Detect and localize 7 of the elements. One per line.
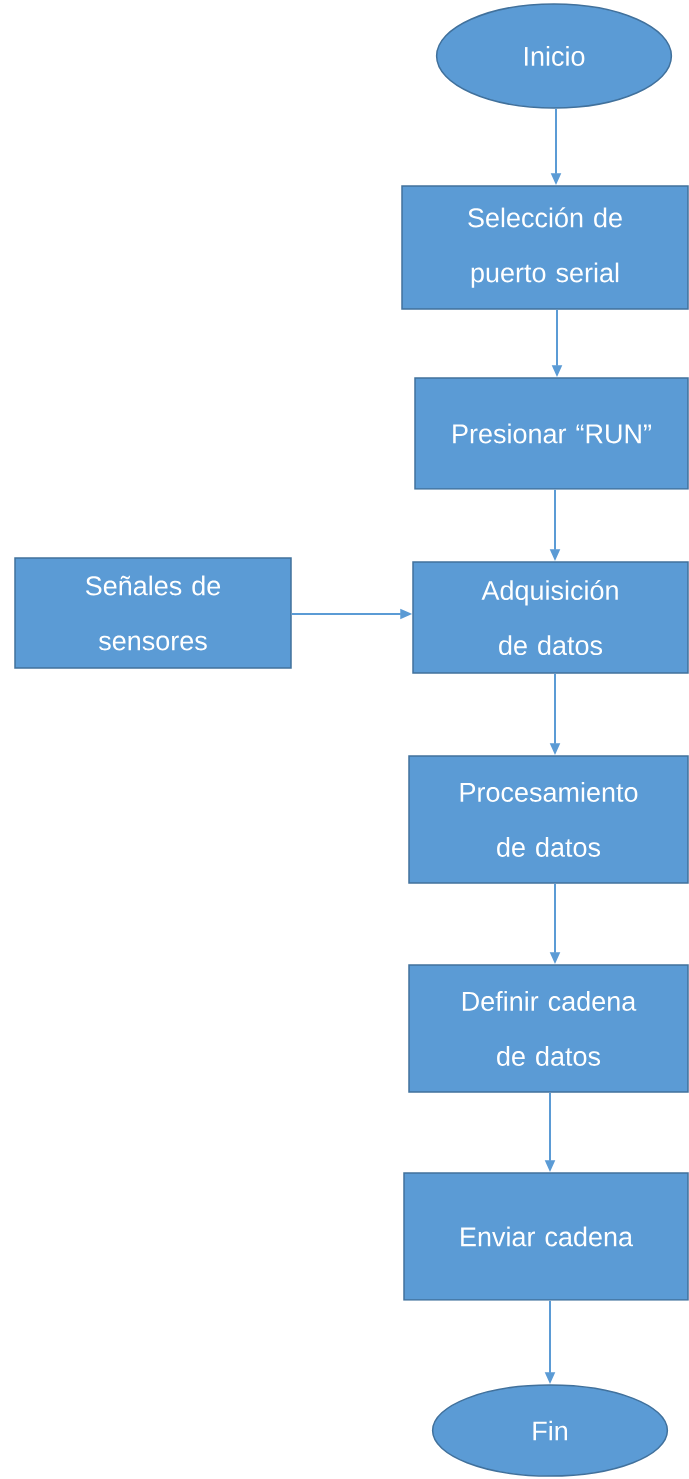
process-box: Enviar cadena [403, 1172, 689, 1301]
process-box: Procesamiento de datos [408, 755, 689, 884]
process-box: Selección de puerto serial [401, 185, 689, 310]
process-box: Definir cadena de datos [408, 964, 689, 1093]
process-box: Adquisición de datos [412, 561, 689, 674]
process-box: Presionar “RUN” [414, 377, 689, 490]
process-box: Señales de sensores [14, 557, 292, 669]
